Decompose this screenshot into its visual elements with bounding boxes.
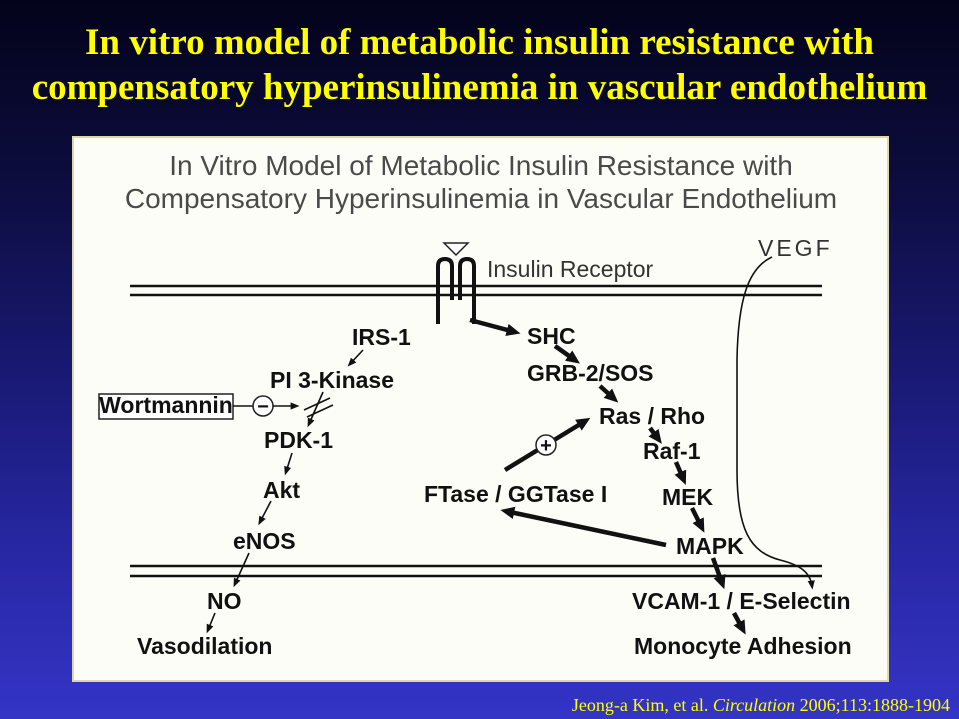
ftase-ggtase-label: FTase / GGTase I: [424, 481, 607, 507]
citation: Jeong-a Kim, et al. Circulation 2006;113…: [572, 695, 950, 715]
arrow-grb2-to-ras: [598, 384, 619, 403]
arrow-vegf-to-eselectin: [736, 256, 815, 590]
cell-membrane-bottom: [130, 564, 822, 578]
arrow-enos-to-no: [233, 552, 250, 588]
arrow-mapk-to-vcam: [710, 557, 726, 590]
vcam-eselectin-label: VCAM-1 / E-Selectin: [632, 588, 851, 614]
slide-title-line-1: In vitro model of metabolic insulin resi…: [85, 22, 874, 63]
diagram-title-line-2: Compensatory Hyperinsulinemia in Vascula…: [125, 183, 837, 214]
slide-title-line-2: compensatory hyperinsulinemia in vascula…: [31, 67, 928, 108]
arrow-mapk-to-ftase: [500, 506, 667, 548]
stimulation-sign: +: [540, 435, 552, 457]
stimulation-symbol: +: [535, 434, 557, 457]
arrow-raf1-to-mek: [673, 461, 687, 486]
vasodilation-label: Vasodilation: [137, 633, 272, 659]
arrow-no-to-vasodilation: [206, 612, 216, 634]
arrow-vcam-to-monocyte: [732, 611, 746, 635]
insulin-receptor-icon: [436, 242, 476, 324]
insulin-receptor-label: Insulin Receptor: [487, 256, 654, 282]
arrow-akt-to-enos: [258, 500, 272, 526]
arrow-irs1-to-pi3k: [347, 349, 364, 367]
wortmannin-label: Wortmannin: [99, 392, 233, 418]
wortmannin-box: Wortmannin: [98, 392, 234, 420]
raf1-label: Raf-1: [643, 438, 701, 464]
grb2-sos-label: GRB-2/SOS: [527, 360, 654, 386]
slide-title: In vitro model of metabolic insulin resi…: [0, 20, 959, 110]
mek-label: MEK: [662, 484, 714, 510]
insulin-triangle-icon: [442, 242, 470, 257]
enos-label: eNOS: [233, 528, 296, 554]
arrow-ras-to-raf1: [648, 426, 662, 444]
vegf-label: VEGF: [758, 235, 833, 261]
no-label: NO: [207, 588, 242, 614]
pdk1-label: PDK-1: [264, 427, 333, 453]
monocyte-adhesion-label: Monocyte Adhesion: [634, 633, 852, 659]
mapk-label: MAPK: [676, 533, 744, 559]
block-hash-icon: [303, 397, 334, 418]
akt-label: Akt: [263, 477, 300, 503]
citation-journal: Circulation: [712, 695, 796, 715]
arrow-pi3k-to-pdk1: [307, 391, 324, 428]
inhibition-sign: −: [257, 396, 269, 418]
diagram-title-line-1: In Vitro Model of Metabolic Insulin Resi…: [169, 150, 793, 181]
citation-reference: 2006;113:1888-1904: [799, 695, 950, 715]
shc-label: SHC: [527, 323, 576, 349]
arrow-receptor-to-shc: [469, 317, 521, 336]
pi3k-label: PI 3-Kinase: [270, 367, 394, 393]
arrow-mek-to-mapk: [689, 506, 705, 533]
arrow-shc-to-grb2: [553, 344, 581, 364]
arrow-pdk1-to-akt: [284, 452, 293, 476]
citation-authors: Jeong-a Kim, et al.: [571, 695, 709, 715]
irs1-label: IRS-1: [352, 324, 411, 350]
ras-rho-label: Ras / Rho: [599, 403, 705, 429]
